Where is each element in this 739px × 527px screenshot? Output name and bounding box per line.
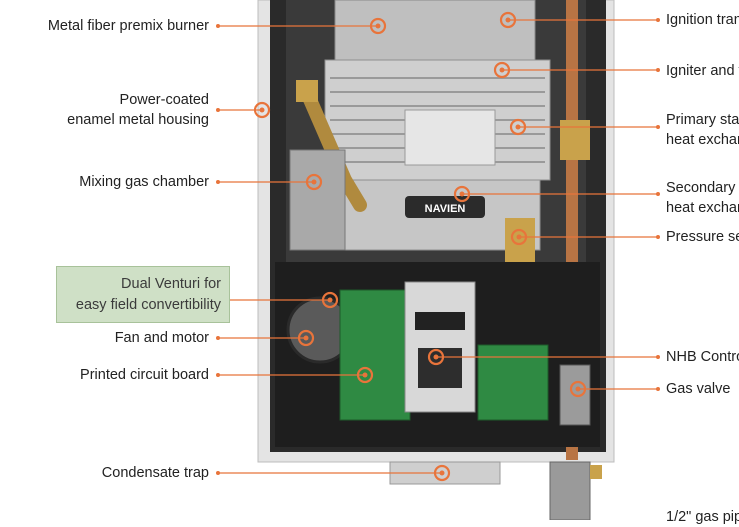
mixing-chamber	[289, 149, 346, 251]
exchanger-fins	[330, 77, 545, 163]
label-housing-line2: enamel metal housing	[67, 112, 209, 128]
marker-dots	[216, 18, 660, 475]
label-primary-line2: heat exchan	[666, 132, 739, 148]
label-primary-line1: Primary stai	[666, 112, 739, 128]
burner-housing	[334, 0, 536, 61]
label-nhb-control: NHB Contro	[666, 349, 739, 365]
target-dots	[259, 17, 581, 476]
venturi-callout-box: Dual Venturi for easy field convertibili…	[56, 266, 230, 323]
label-mixing-chamber: Mixing gas chamber	[79, 174, 209, 190]
label-gas-pipe: 1/2" gas pip	[666, 509, 739, 525]
label-secondary-line1: Secondary s	[666, 180, 739, 196]
control-module	[404, 281, 476, 413]
gas-pipe-bottom	[549, 461, 591, 520]
label-secondary-line2: heat exchan	[666, 200, 739, 216]
label-pressure-sensor: Pressure se	[666, 229, 739, 245]
label-ignition-transformer: Ignition tran	[666, 12, 739, 28]
target-rings	[253, 11, 587, 482]
label-igniter: Igniter and f	[666, 63, 739, 79]
label-housing-line1: Power-coated	[119, 92, 209, 108]
brass-fitting	[296, 80, 318, 102]
venturi-line1: Dual Venturi for	[121, 276, 221, 292]
rating-plate	[404, 109, 496, 166]
control-display	[415, 312, 465, 330]
control-switch	[418, 348, 462, 388]
label-condensate-trap: Condensate trap	[101, 465, 209, 481]
label-pcb: Printed circuit board	[80, 367, 209, 383]
label-fan-motor: Fan and motor	[114, 330, 209, 346]
printed-circuit-board	[339, 289, 411, 421]
valve-brass	[560, 120, 590, 160]
leader-lines	[218, 19, 658, 474]
logo-text: NAVIEN	[425, 203, 466, 215]
gas-pipe-fitting	[590, 465, 602, 479]
label-burner: Metal fiber premix burner	[47, 18, 209, 34]
aux-board	[477, 344, 549, 421]
venturi-line2: easy field convertibility	[75, 297, 221, 313]
label-gas-valve: Gas valve	[666, 381, 731, 397]
